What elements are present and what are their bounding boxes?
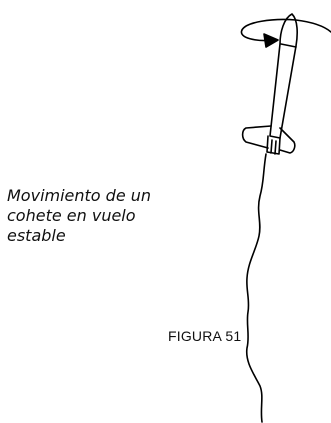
figure-caption: Movimiento de un cohete en vuelo estable — [7, 186, 152, 245]
rocket-nozzle — [266, 135, 281, 155]
spin-arrow-icon — [263, 33, 279, 48]
rocket-fin-right — [279, 127, 296, 154]
rocket-fin-left — [241, 125, 272, 149]
flight-path — [245, 153, 267, 423]
spin-orbit-back — [241, 18, 331, 33]
rocket-tail-line-2 — [274, 140, 277, 155]
figure-number: FIGURA 51 — [168, 328, 242, 344]
rocket-tail-line-1 — [270, 139, 273, 154]
rocket-body — [269, 13, 298, 139]
rocket-nose-seam — [280, 43, 297, 48]
